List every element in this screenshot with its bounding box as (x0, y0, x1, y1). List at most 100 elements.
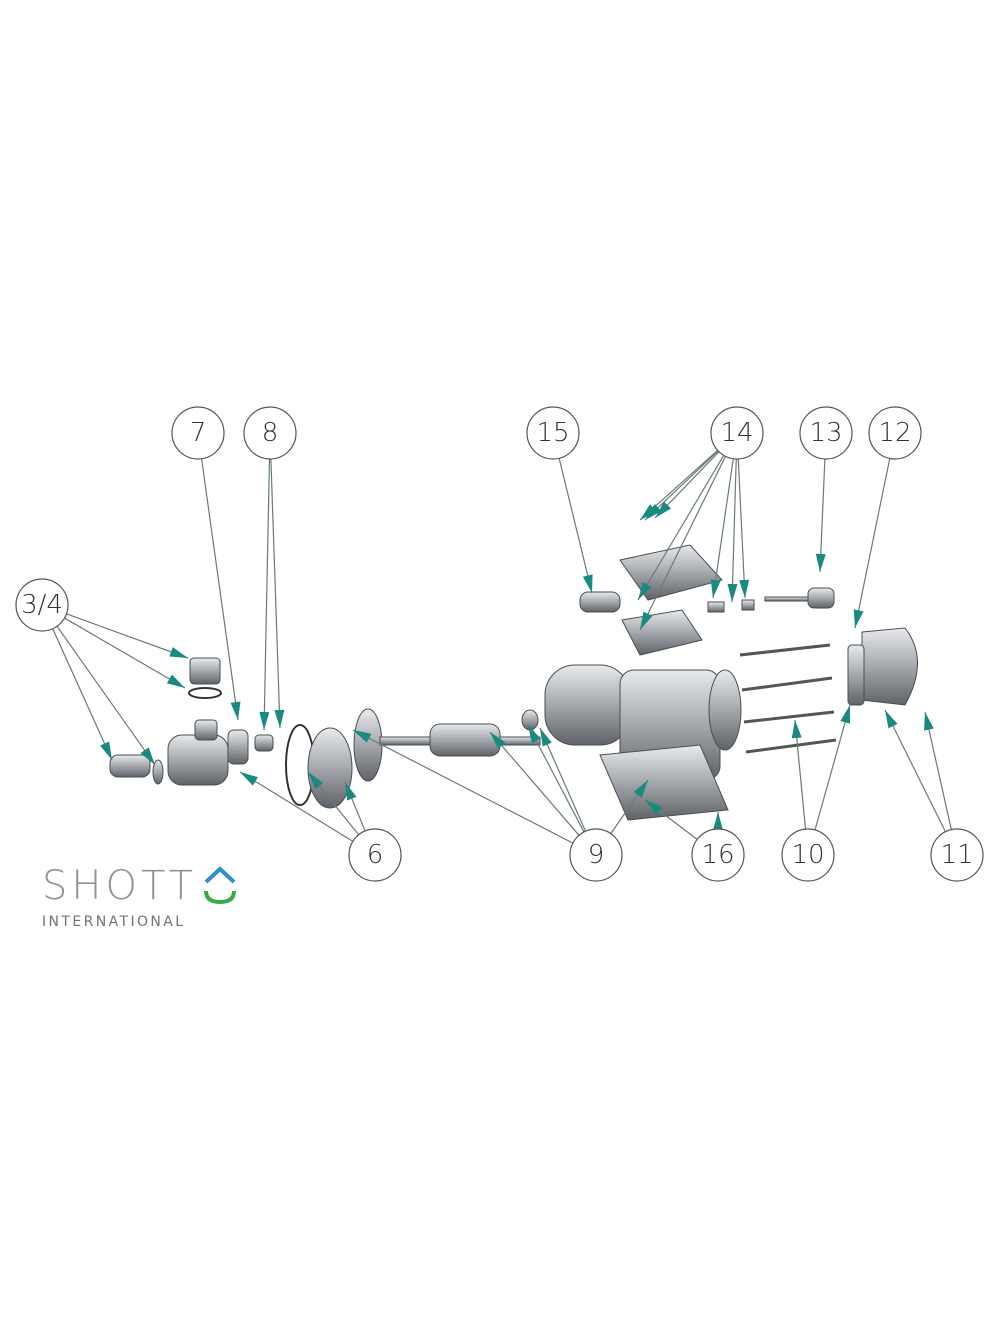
arrow-head (169, 647, 188, 658)
leader-line (56, 625, 156, 766)
leader-line (637, 455, 725, 601)
leader-line (924, 711, 952, 830)
tie-rod (743, 710, 835, 724)
leader-line (539, 727, 587, 832)
impeller (254, 734, 274, 752)
callout-circle (569, 828, 623, 882)
callout-circle (799, 406, 853, 460)
callout-label: 7 (190, 418, 207, 448)
leader-line (558, 458, 593, 594)
callout-6: 6 (348, 828, 402, 882)
logo-base (204, 890, 237, 905)
leader-line (737, 458, 746, 599)
pump-parts (109, 544, 918, 821)
leader-line (489, 731, 580, 836)
arrow-head (885, 710, 898, 729)
callout-label: 16 (701, 840, 734, 870)
callout-circle (691, 828, 745, 882)
callout-label: 9 (588, 840, 605, 870)
leader-line (639, 456, 727, 631)
arrow-head (308, 772, 324, 790)
terminal-box-cover (619, 544, 723, 601)
arrow-head (853, 609, 864, 628)
arrow-head (924, 712, 934, 731)
logo-main-text: SHOTT (42, 863, 198, 909)
arrow-head (100, 741, 112, 760)
callout-circle (171, 406, 225, 460)
arrow-head (240, 772, 258, 786)
leader-line (819, 458, 826, 573)
arrow-head (727, 583, 738, 602)
arrow-head (739, 579, 750, 598)
callout-label: 13 (809, 418, 842, 448)
callout-11: 11 (930, 828, 984, 882)
motor-front-housing (544, 664, 631, 746)
callout-10: 10 (781, 828, 835, 882)
arrow-head (840, 705, 850, 724)
bracket-plate (353, 708, 383, 782)
callout-13: 13 (799, 406, 853, 460)
arrow-head (713, 812, 723, 830)
logo-roof (204, 866, 236, 884)
arrow-head (582, 574, 593, 593)
hose-connector (109, 754, 151, 778)
callout-8: 8 (243, 406, 297, 460)
flange (227, 729, 249, 765)
callout-label: 3/4 (21, 590, 63, 620)
leader-line (712, 458, 734, 599)
callout-12: 12 (868, 406, 922, 460)
capacitor (579, 591, 621, 613)
callout-circle (526, 406, 580, 460)
arrow-head (274, 709, 285, 728)
logo-house-icon (204, 866, 237, 905)
callout-label: 8 (262, 418, 279, 448)
fan-cover (861, 627, 918, 706)
callout-circle (243, 406, 297, 460)
o-ring-small (152, 759, 164, 785)
o-ring-top (188, 687, 222, 699)
leader-line (527, 724, 585, 833)
arrow-head (140, 747, 155, 765)
motor-base (599, 744, 729, 821)
threaded-fitting (189, 657, 221, 685)
logo-sub-text: INTERNATIONAL (42, 914, 186, 930)
callout-label: 12 (878, 418, 911, 448)
arrow-head (490, 732, 506, 749)
callout-14: 14 (710, 406, 764, 460)
leader-line (263, 458, 271, 731)
arrow-head (791, 720, 802, 739)
callout-15: 15 (526, 406, 580, 460)
arrow-head (815, 553, 826, 572)
pump-outlet (194, 719, 218, 741)
callout-label: 15 (536, 418, 569, 448)
callout-circle (348, 828, 402, 882)
leader-line (200, 458, 239, 721)
callouts: 7 8 3/4 15 14 13 12 6 9 16 10 11 (15, 406, 984, 882)
callout-7: 7 (171, 406, 225, 460)
leader-line (794, 719, 807, 830)
diffuser (307, 727, 353, 809)
leader-line (270, 458, 281, 729)
arrow-head (540, 728, 552, 747)
tie-rod (739, 643, 831, 657)
leader-line (64, 617, 186, 689)
fan (847, 644, 865, 706)
arrow-head (633, 780, 648, 798)
leader-line (352, 729, 574, 844)
leader-line (66, 613, 189, 659)
callout-label: 10 (791, 840, 824, 870)
callout-circle (930, 828, 984, 882)
tie-rod (741, 676, 833, 692)
arrow-head (638, 581, 652, 600)
terminal-box (621, 609, 703, 656)
leader-line (884, 709, 946, 832)
leader-line (854, 458, 891, 629)
shott-logo: SHOTT INTERNATIONAL (42, 862, 282, 932)
arrow-head (353, 730, 372, 743)
callout-circle (781, 828, 835, 882)
arrow-head (230, 701, 241, 720)
rotor (429, 723, 501, 757)
arrow-head (645, 503, 662, 520)
arrow-head (166, 674, 185, 688)
